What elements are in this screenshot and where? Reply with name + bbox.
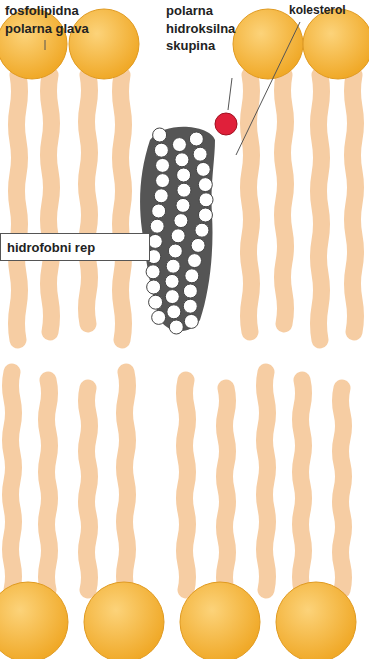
atom <box>177 168 191 182</box>
cholesterol-molecule <box>140 113 237 334</box>
hydrophobic-tail <box>87 75 90 324</box>
atom <box>184 314 198 328</box>
part-label: kolesterol <box>289 2 365 18</box>
atom <box>156 158 170 172</box>
atom <box>167 305 181 319</box>
polar-head <box>233 9 303 79</box>
hydrophobic-tail <box>319 75 322 340</box>
hydrophobic-tail <box>47 380 50 590</box>
leader-line <box>228 78 232 110</box>
leader-line <box>45 40 46 50</box>
atom <box>152 204 166 218</box>
hydrophobic-tail <box>49 75 52 332</box>
atom <box>183 299 197 313</box>
atom <box>199 193 213 207</box>
hydrophobic-tail <box>301 380 304 590</box>
atom <box>168 244 182 258</box>
part-label: polarna hidroksilna skupina <box>166 2 248 55</box>
atom <box>148 234 162 248</box>
hydrophobic-tail <box>87 388 90 590</box>
hydroxyl-group <box>215 113 237 135</box>
hydrophobic-tail <box>185 380 188 590</box>
hydrophobic-tail <box>265 372 268 590</box>
polar-head <box>303 9 369 79</box>
atom <box>150 219 164 233</box>
atom <box>154 189 168 203</box>
atom <box>154 143 168 157</box>
atom <box>156 174 170 188</box>
hydrophobic-tail <box>341 388 344 590</box>
atom <box>165 290 179 304</box>
atom <box>171 229 185 243</box>
atom <box>146 265 160 279</box>
hydrophobic-tail <box>225 388 228 590</box>
hydrophobic-tail <box>249 75 252 332</box>
polar-head <box>84 582 164 659</box>
atom <box>152 310 166 324</box>
atom <box>177 183 191 197</box>
hydrophobic-tail <box>283 75 286 324</box>
hydrophobic-tail <box>17 75 20 340</box>
atom <box>193 147 207 161</box>
atom <box>153 128 167 142</box>
atom <box>196 162 210 176</box>
atom <box>172 138 186 152</box>
atom <box>189 132 203 146</box>
atom <box>195 223 209 237</box>
atom <box>185 269 199 283</box>
polar-head <box>69 9 139 79</box>
hydrophobic-tail <box>11 372 14 590</box>
atom <box>165 274 179 288</box>
atom <box>188 254 202 268</box>
hydrophobic-tail <box>121 75 124 340</box>
part-label: fosfolipidna polarna glava <box>5 2 127 37</box>
polar-head <box>0 582 68 659</box>
leader-line <box>236 22 300 155</box>
atom <box>183 284 197 298</box>
hydrophobic-tail <box>125 372 128 590</box>
atom <box>191 238 205 252</box>
atom <box>174 214 188 228</box>
box-text: hidrofobni rep <box>7 240 95 255</box>
label-box: hidrofobni rep <box>0 233 150 261</box>
hydrophobic-tail <box>353 75 356 332</box>
polar-head <box>180 582 260 659</box>
atom <box>147 280 161 294</box>
atom <box>166 259 180 273</box>
atom <box>176 198 190 212</box>
polar-head <box>0 9 67 79</box>
atom <box>175 153 189 167</box>
atom <box>149 295 163 309</box>
atom <box>198 208 212 222</box>
polar-head <box>276 582 356 659</box>
atom <box>169 320 183 334</box>
atom <box>198 178 212 192</box>
